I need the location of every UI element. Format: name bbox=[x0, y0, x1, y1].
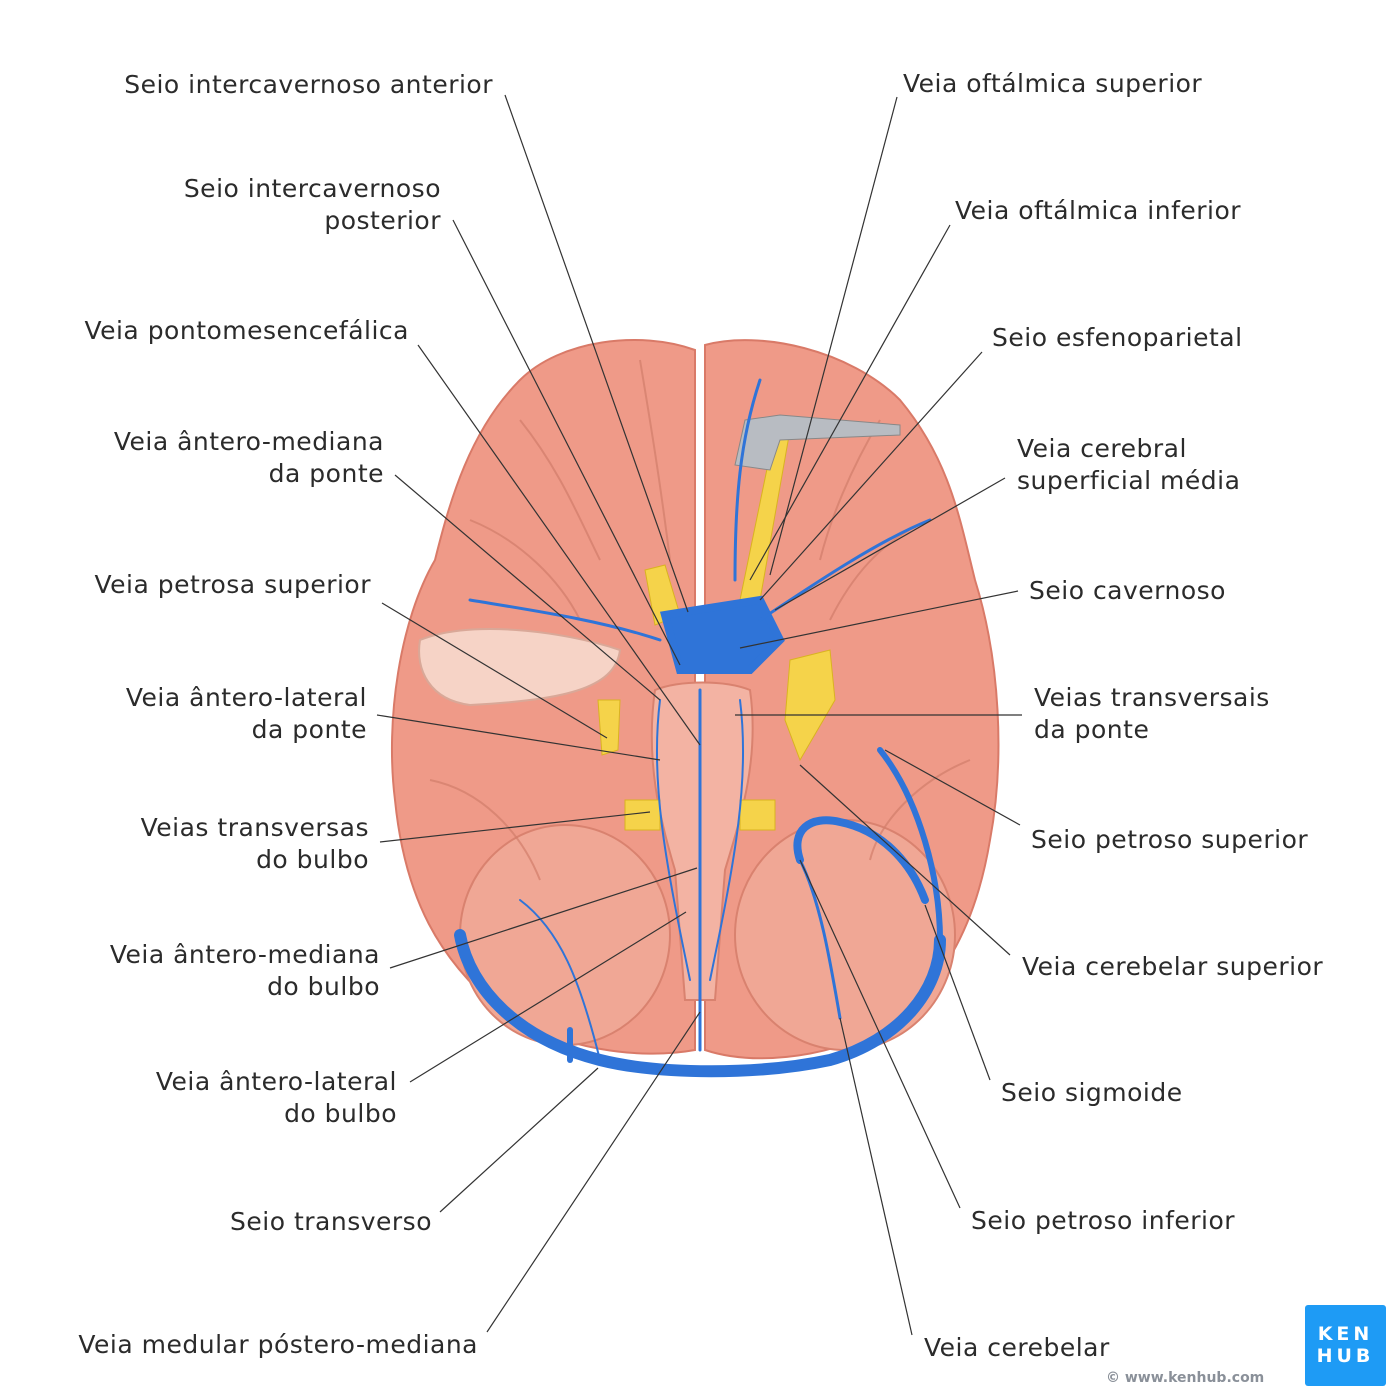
label-text: Veia ântero-mediana bbox=[109, 940, 380, 969]
label-veia-cerebelar-superior: Veia cerebelar superior bbox=[1022, 951, 1323, 983]
label-veia-cerebral-superficial-media: Veia cerebral superficial média bbox=[1017, 433, 1240, 497]
label-text: Seio intercavernoso bbox=[183, 174, 441, 203]
label-text: Seio petroso superior bbox=[1031, 825, 1309, 854]
label-seio-sigmoide: Seio sigmoide bbox=[1001, 1077, 1183, 1109]
label-text: posterior bbox=[324, 206, 441, 235]
label-seio-transverso: Seio transverso bbox=[230, 1206, 432, 1238]
cerebellum-right bbox=[734, 819, 956, 1051]
label-text: Veias transversas bbox=[140, 813, 369, 842]
cavernous-sinus bbox=[659, 595, 785, 674]
label-seio-esfenoparietal: Seio esfenoparietal bbox=[992, 322, 1243, 354]
copyright-text: © www.kenhub.com bbox=[1106, 1370, 1265, 1386]
label-text: Veia cerebelar superior bbox=[1022, 952, 1324, 981]
label-seio-intercavernoso-anterior: Seio intercavernoso anterior bbox=[124, 69, 493, 101]
label-veia-antero-mediana-ponte: Veia ântero-mediana da ponte bbox=[114, 426, 384, 490]
label-veia-cerebelar: Veia cerebelar bbox=[924, 1332, 1110, 1364]
label-text: Seio transverso bbox=[230, 1207, 432, 1236]
transverse-sinus bbox=[454, 929, 946, 1078]
label-veia-antero-lateral-bulbo: Veia ântero-lateral do bulbo bbox=[156, 1066, 397, 1130]
label-text: superficial média bbox=[1017, 466, 1241, 495]
label-text: Veias transversais bbox=[1034, 683, 1270, 712]
label-seio-cavernoso: Seio cavernoso bbox=[1029, 575, 1226, 607]
label-seio-petroso-inferior: Seio petroso inferior bbox=[971, 1205, 1235, 1237]
label-veias-transversas-bulbo: Veias transversas do bulbo bbox=[141, 812, 369, 876]
label-text: Veia petrosa superior bbox=[94, 570, 371, 599]
leader-lines bbox=[376, 94, 1022, 1336]
label-veia-medular-postero-mediana: Veia medular póstero-mediana bbox=[78, 1329, 478, 1361]
label-text: Veia ântero-lateral bbox=[155, 1067, 397, 1096]
label-veia-oftalmica-inferior: Veia oftálmica inferior bbox=[955, 195, 1241, 227]
label-text: da ponte bbox=[251, 715, 367, 744]
label-veia-petrosa-superior: Veia petrosa superior bbox=[94, 569, 371, 601]
label-text: Veia medular póstero-mediana bbox=[78, 1330, 478, 1359]
label-text: Seio esfenoparietal bbox=[992, 323, 1243, 352]
label-seio-intercavernoso-posterior: Seio intercavernoso posterior bbox=[184, 173, 441, 237]
label-text: Seio sigmoide bbox=[1001, 1078, 1183, 1107]
label-text: Veia ântero-mediana bbox=[113, 427, 384, 456]
logo-text: KEN bbox=[1317, 1323, 1374, 1345]
label-text: Veia pontomesencefálica bbox=[84, 316, 409, 345]
label-text: Veia ântero-lateral bbox=[125, 683, 367, 712]
label-veias-transversais-ponte: Veias transversais da ponte bbox=[1034, 682, 1270, 746]
label-text: da ponte bbox=[268, 459, 384, 488]
label-text: Seio intercavernoso anterior bbox=[124, 70, 493, 99]
label-text: do bulbo bbox=[267, 972, 380, 1001]
label-veia-pontomesencefalica: Veia pontomesencefálica bbox=[84, 315, 409, 347]
label-text: Seio cavernoso bbox=[1029, 576, 1226, 605]
label-text: do bulbo bbox=[256, 845, 369, 874]
label-text: da ponte bbox=[1034, 715, 1150, 744]
label-text: Veia oftálmica superior bbox=[903, 69, 1203, 98]
label-text: Seio petroso inferior bbox=[971, 1206, 1236, 1235]
label-veia-oftalmica-superior: Veia oftálmica superior bbox=[903, 68, 1202, 100]
label-text: Veia cerebelar bbox=[924, 1333, 1110, 1362]
logo-text: HUB bbox=[1316, 1345, 1375, 1367]
label-text: Veia cerebral bbox=[1017, 434, 1187, 463]
label-seio-petroso-superior: Seio petroso superior bbox=[1031, 824, 1308, 856]
label-text: Veia oftálmica inferior bbox=[955, 196, 1242, 225]
label-text: do bulbo bbox=[284, 1099, 397, 1128]
label-veia-antero-lateral-ponte: Veia ântero-lateral da ponte bbox=[126, 682, 367, 746]
label-veia-antero-mediana-bulbo: Veia ântero-mediana do bulbo bbox=[110, 939, 380, 1003]
cut-temporal-lobe bbox=[418, 628, 622, 707]
